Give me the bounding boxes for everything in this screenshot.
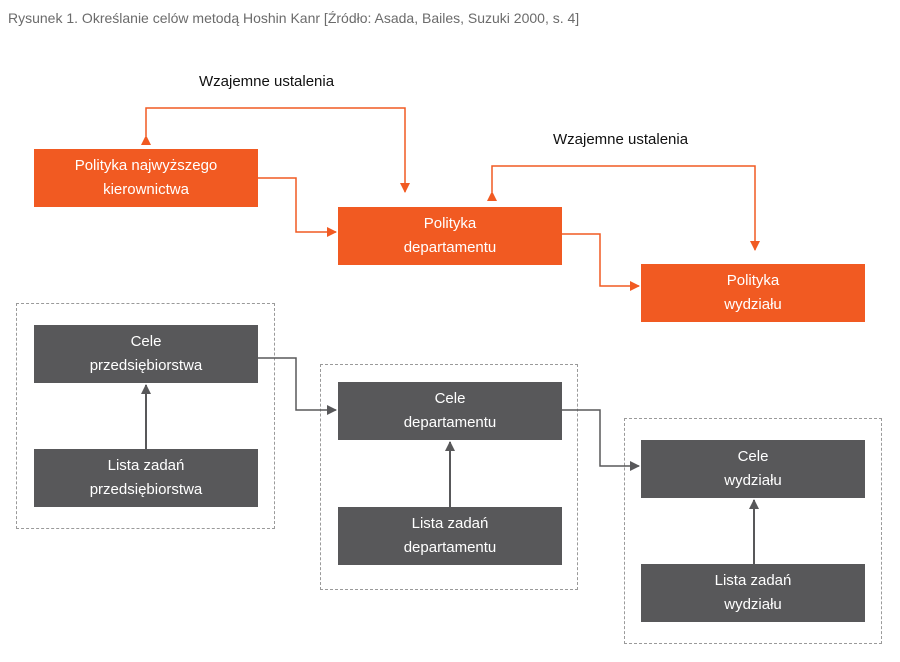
figure-caption: Rysunek 1. Określanie celów metodą Hoshi… <box>8 10 580 26</box>
policy-department-to-division-arrow <box>562 233 640 291</box>
policy-top-line2: kierownictwa <box>103 181 189 198</box>
department-goals-group <box>320 364 578 590</box>
company-goals-group <box>16 303 275 529</box>
division-goals-group <box>624 418 882 644</box>
department-goals-line1: Cele <box>434 390 466 407</box>
division-tasks-line2: wydziału <box>724 596 782 613</box>
mutual-agreement-label-1: Wzajemne ustalenia <box>199 73 335 90</box>
policy-division-line2: wydziału <box>724 296 782 313</box>
division-tasks-box: Lista zadań wydziału <box>641 564 865 622</box>
department-goals-box: Cele departamentu <box>338 382 562 440</box>
policy-department-line2: departamentu <box>403 239 497 256</box>
division-tasks-line1: Lista zadań <box>714 572 792 589</box>
division-goals-box: Cele wydziału <box>641 440 865 498</box>
division-goals-line2: wydziału <box>724 472 782 489</box>
company-goals-line1: Cele <box>130 333 162 350</box>
company-goals-line2: przedsiębiorstwa <box>89 357 203 374</box>
company-tasks-box: Lista zadań przedsiębiorstwa <box>34 449 258 507</box>
mutual-agreement-label-2: Wzajemne ustalenia <box>553 131 689 148</box>
department-tasks-box: Lista zadań departamentu <box>338 507 562 565</box>
policy-department-line1: Polityka <box>423 215 477 232</box>
policy-division-line1: Polityka <box>726 272 780 289</box>
division-goals-line1: Cele <box>737 448 769 465</box>
policy-division-box: Polityka wydziału <box>641 264 865 322</box>
policy-department-box: Polityka departamentu <box>338 207 562 265</box>
policy-top-management-box: Polityka najwyższego kierownictwa <box>34 149 258 207</box>
policy-top-to-department-arrow <box>258 177 337 237</box>
company-tasks-line2: przedsiębiorstwa <box>89 481 203 498</box>
department-tasks-line1: Lista zadań <box>411 515 489 532</box>
company-tasks-line1: Lista zadań <box>107 457 185 474</box>
department-tasks-line2: departamentu <box>403 539 497 556</box>
department-goals-line2: departamentu <box>403 414 497 431</box>
policy-top-line1: Polityka najwyższego <box>74 157 218 174</box>
company-goals-box: Cele przedsiębiorstwa <box>34 325 258 383</box>
